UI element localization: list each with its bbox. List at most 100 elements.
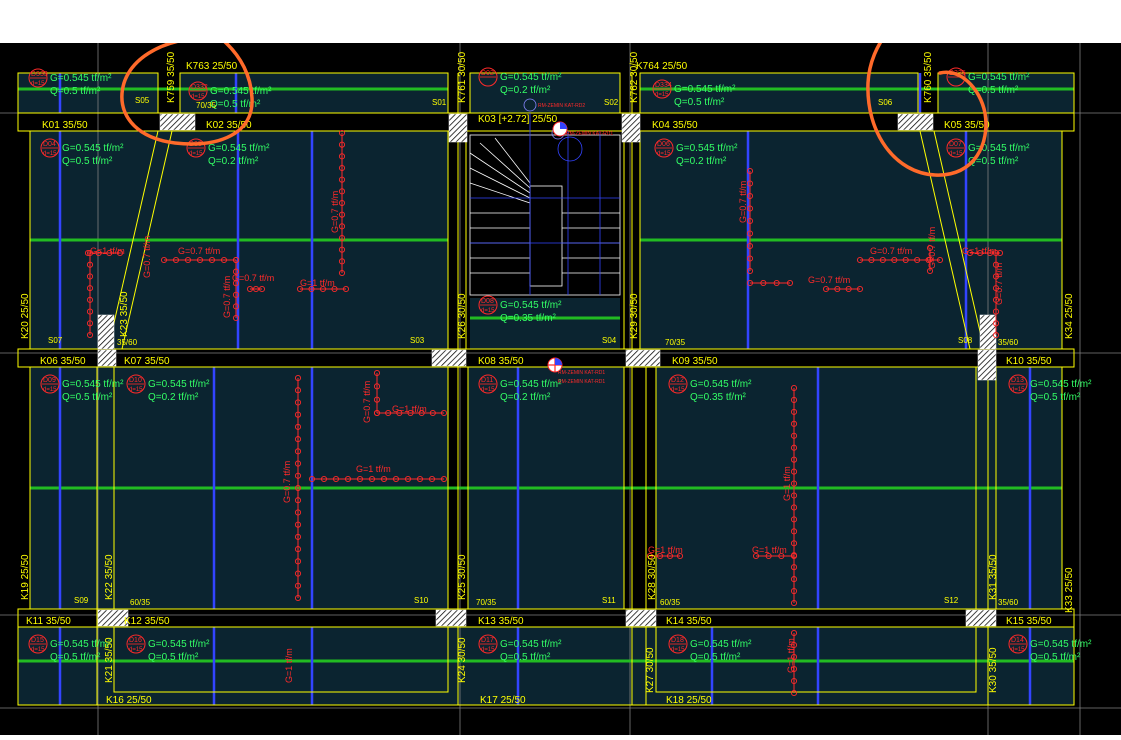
slab-id: D17	[481, 637, 494, 644]
line-load-node	[746, 242, 754, 250]
beam-label-horizontal: K764 25/50	[636, 61, 688, 72]
line-load-node	[790, 528, 798, 535]
line-load-node	[344, 475, 352, 483]
columns	[97, 113, 997, 627]
slab-live-load: Q=0.35 tf/m²	[500, 313, 557, 324]
line-load-node	[232, 314, 240, 322]
slab-thickness: d=15	[31, 81, 45, 87]
line-load-node	[790, 588, 798, 595]
line-load-node	[790, 480, 798, 487]
line-load-node	[294, 374, 302, 382]
beam-label-horizontal: K08 35/50	[478, 356, 524, 367]
line-load-node	[773, 279, 780, 287]
stair-well	[529, 185, 563, 287]
slab-id: D334	[655, 82, 672, 89]
line-load-node	[86, 296, 94, 303]
beam-label-horizontal: K13 35/50	[478, 616, 524, 627]
slab-id: D12	[671, 377, 684, 384]
slab-live-load: Q=0.5 tf/m²	[62, 392, 113, 403]
line-load-node	[418, 409, 425, 417]
line-load-node	[392, 475, 400, 483]
line-load-node	[765, 552, 772, 560]
slab-dead-load: G=0.545 tf/m²	[1030, 639, 1092, 650]
beam-label-vertical: K22 35/50	[104, 554, 115, 600]
line-load-node	[746, 167, 754, 175]
column-label: 35/60	[998, 598, 1019, 607]
column-label: 60/35	[130, 598, 151, 607]
line-loads	[84, 129, 1004, 697]
line-load-node	[440, 409, 448, 417]
line-load-node	[992, 308, 1000, 315]
stair-tag-symbol	[523, 98, 537, 112]
slab-id-circle	[188, 81, 208, 101]
column	[965, 609, 997, 627]
line-load-node	[676, 552, 684, 560]
line-load-node	[746, 205, 754, 212]
line-load-node	[992, 273, 1000, 280]
beam-label-vertical: K23 35/50	[119, 291, 130, 337]
slab-live-load: Q=0.5 tf/m²	[500, 652, 551, 663]
line-load-label: G=0.7 tf/m	[870, 246, 912, 256]
line-load-node	[834, 285, 841, 293]
slab-dead-load: G=0.545 tf/m²	[968, 72, 1030, 83]
line-load-node	[790, 665, 798, 673]
slab-id-circle	[654, 138, 674, 158]
line-load-node	[294, 533, 302, 540]
line-load-label: G=1 tf/m	[752, 545, 787, 555]
slab-dead-load: G=0.545 tf/m²	[500, 379, 562, 390]
line-load-node	[252, 285, 260, 293]
beam-label-horizontal: K16 25/50	[106, 695, 152, 706]
slab-fill	[640, 73, 918, 113]
line-load-node	[373, 409, 381, 417]
beam-label-horizontal: K05 35/50	[944, 120, 990, 131]
line-load-node	[790, 420, 798, 427]
line-load-node	[86, 285, 94, 292]
column	[897, 113, 934, 131]
line-load-node	[656, 552, 664, 560]
slab-id-circle	[40, 374, 60, 394]
slab-fill	[180, 73, 448, 113]
line-load-node	[790, 564, 798, 571]
line-load-node	[338, 164, 346, 172]
column	[159, 113, 196, 131]
line-load-node	[220, 256, 228, 264]
line-load-node	[992, 331, 1000, 339]
line-load-node	[926, 267, 934, 275]
line-load-node	[986, 249, 994, 257]
column	[431, 349, 467, 367]
line-load-node	[294, 546, 302, 553]
beam-outline	[17, 626, 1075, 706]
line-load-node	[790, 540, 798, 547]
beam-outline	[121, 130, 173, 350]
line-load-node	[992, 296, 1000, 303]
slab-live-load: Q=0.5 tf/m²	[968, 85, 1019, 96]
line-load-label: G=1 tf/m	[392, 404, 427, 414]
line-load-node	[232, 303, 240, 310]
beam-outline	[17, 608, 1075, 628]
line-load-node	[926, 244, 934, 252]
line-load-node	[966, 249, 974, 257]
line-load-node	[790, 552, 798, 560]
line-load-node	[926, 256, 934, 263]
